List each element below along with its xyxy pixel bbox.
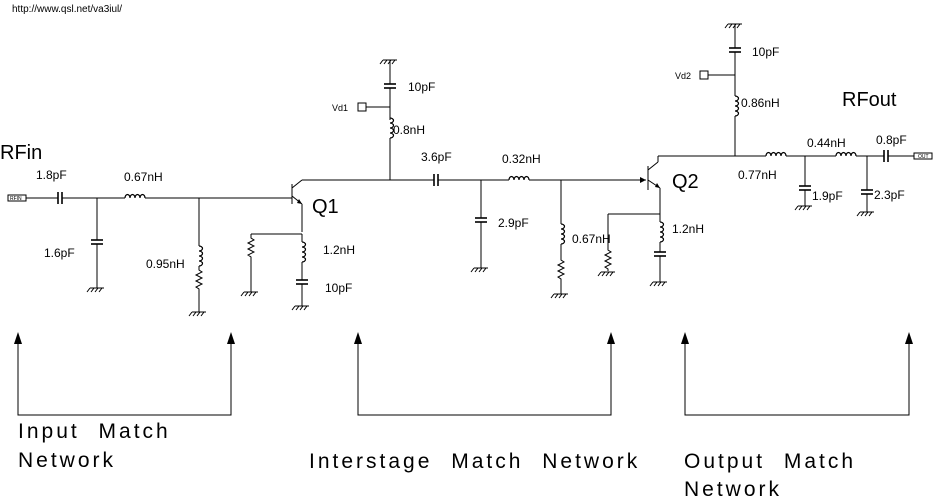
- label-l-vd2: 0.86nH: [741, 96, 780, 110]
- inductor-1-2nh-q1: [301, 241, 307, 263]
- output-network-label-line1: Output Match: [684, 450, 856, 473]
- label-l-out2: 0.44nH: [807, 136, 846, 150]
- ground-icon: [649, 281, 668, 287]
- output-network-bracket: [681, 332, 913, 416]
- label-l-q1-src: 1.2nH: [323, 243, 355, 257]
- rf-input-port-label: RFIN: [10, 196, 22, 202]
- vd1-terminal: [357, 102, 367, 112]
- ground-icon: [86, 287, 105, 293]
- inductor-0-77nh: [765, 151, 787, 157]
- input-network-label-line1: Input Match: [18, 420, 171, 443]
- label-l-in-series: 0.67nH: [124, 170, 163, 184]
- label-c-in-series: 1.8pF: [36, 168, 67, 182]
- arrow-up-icon: [354, 332, 362, 344]
- interstage-network: [390, 174, 646, 299]
- rfout-label: RFout: [842, 89, 897, 111]
- label-c-q1-src: 10pF: [325, 281, 352, 295]
- q2-label: Q2: [672, 171, 699, 193]
- label-l-out1: 0.77nH: [738, 168, 777, 182]
- vd1-label: Vd1: [332, 103, 348, 113]
- output-network-label-line2: Network: [684, 478, 782, 501]
- vd2-label: Vd2: [675, 71, 691, 81]
- input-stage: RFIN: [7, 192, 292, 317]
- url-text: http://www.qsl.net/va3iul/: [12, 4, 122, 15]
- transistor-q1: [240, 179, 390, 311]
- ground-icon: [188, 311, 207, 317]
- output-network: OUT: [735, 150, 933, 217]
- label-l-in-shunt: 0.95nH: [146, 257, 185, 271]
- arrow-up-icon: [227, 332, 235, 344]
- ground-icon: [470, 267, 489, 273]
- arrow-up-icon: [607, 332, 615, 344]
- label-l-vd1: 0.8nH: [393, 123, 425, 137]
- ground-icon: [550, 293, 569, 299]
- inductor-0-86nh: [734, 95, 740, 117]
- resistor-icon: [246, 234, 256, 263]
- ground-icon: [291, 305, 310, 311]
- label-c-out-series: 0.8pF: [876, 133, 907, 147]
- ground-icon: [724, 23, 743, 29]
- label-l-q2-src: 1.2nH: [672, 222, 704, 236]
- label-c-inter-series: 3.6pF: [421, 150, 452, 164]
- vd2-bias: [699, 23, 743, 156]
- inductor-0-95nh: [198, 245, 204, 267]
- input-network-bracket: [14, 332, 235, 416]
- label-l-inter-series: 0.32nH: [502, 152, 541, 166]
- interstage-network-label: Interstage Match Network: [309, 450, 640, 473]
- inductor-1-2nh-q2: [659, 221, 665, 243]
- ground-icon: [240, 291, 259, 297]
- inductor-0-32nh: [508, 175, 530, 181]
- inductor-0-67nh: [124, 193, 146, 199]
- interstage-network-bracket: [354, 332, 615, 416]
- resistor-icon: [556, 244, 566, 285]
- ground-icon: [379, 59, 398, 65]
- arrow-up-icon: [905, 332, 913, 344]
- inductor-0-44nh: [835, 151, 857, 157]
- arrow-up-icon: [681, 332, 689, 344]
- vd1-bias: [357, 59, 398, 180]
- label-c-vd2: 10pF: [752, 45, 779, 59]
- label-l-inter-shunt: 0.67nH: [572, 232, 611, 246]
- ground-icon: [794, 205, 813, 211]
- transistor-q2: [597, 155, 735, 287]
- label-c-inter-shunt: 2.9pF: [498, 216, 529, 230]
- vd2-terminal: [699, 70, 709, 80]
- label-c-vd1: 10pF: [408, 80, 435, 94]
- ground-icon: [856, 211, 875, 217]
- arrow-up-icon: [14, 332, 22, 344]
- inductor-0-67nh-interstage: [560, 223, 566, 245]
- resistor-icon: [603, 246, 613, 271]
- resistor-icon: [194, 266, 204, 295]
- ground-icon: [597, 271, 616, 277]
- rf-output-port-label: OUT: [918, 154, 929, 160]
- label-c-in-shunt: 1.6pF: [44, 246, 75, 260]
- input-network-label-line2: Network: [18, 449, 116, 472]
- rfin-label: RFin: [0, 142, 42, 164]
- rf-output-port: [913, 152, 933, 160]
- label-c-out-shunt2: 2.3pF: [874, 188, 905, 202]
- label-c-out-shunt1: 1.9pF: [812, 189, 843, 203]
- q1-label: Q1: [312, 196, 339, 218]
